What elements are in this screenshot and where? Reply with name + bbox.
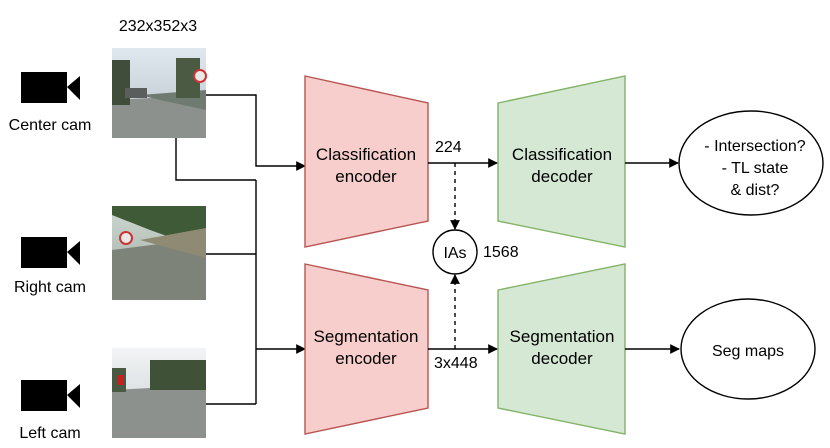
classification-decoder-label-2: decoder: [531, 167, 593, 186]
classification-encoder-label-1: Classification: [316, 145, 416, 164]
center-cam-image: [112, 48, 207, 138]
ias-size-label: 1568: [483, 244, 519, 261]
segmentation-decoder-label-1: Segmentation: [510, 327, 615, 346]
classification-output-line-3: & dist?: [731, 182, 780, 199]
classification-decoder-label-1: Classification: [512, 145, 612, 164]
segmentation-decoder-label-2: decoder: [531, 349, 593, 368]
classification-output-line-1: - Intersection?: [704, 138, 805, 155]
left-cam-label: Left cam: [19, 425, 80, 442]
ias-label: IAs: [443, 245, 466, 262]
classification-output-line-2: - TL state: [722, 160, 789, 177]
segmentation-output-label: Seg maps: [712, 343, 784, 360]
segmentation-encoder-label-1: Segmentation: [314, 327, 419, 346]
right-cam-icon: [21, 237, 80, 268]
center-cam-label: Center cam: [9, 117, 92, 134]
center-cam-icon: [21, 72, 80, 103]
classification-decoder-block: [497, 75, 626, 248]
segmentation-decoder-block: [497, 263, 626, 435]
classification-encoder-block: [304, 75, 429, 248]
classification-encoder-label-2: encoder: [335, 167, 397, 186]
center-cam-to-classification-arrow: [206, 94, 306, 171]
center-cam-branch-line: [175, 138, 256, 181]
ias-node: [432, 229, 478, 275]
left-cam-icon: [21, 380, 80, 411]
classification-feature-label: 224: [435, 139, 462, 156]
classification-output-node: [678, 110, 824, 216]
segmentation-feature-label: 3x448: [434, 355, 478, 372]
segmentation-output-node: [680, 298, 816, 400]
right-cam-image: [112, 206, 206, 300]
left-cam-image: [112, 348, 206, 438]
segmentation-encoder-block: [304, 263, 429, 435]
input-size-label: 232x352x3: [119, 18, 197, 35]
right-cam-label: Right cam: [14, 279, 86, 296]
segmentation-encoder-label-2: encoder: [335, 349, 397, 368]
